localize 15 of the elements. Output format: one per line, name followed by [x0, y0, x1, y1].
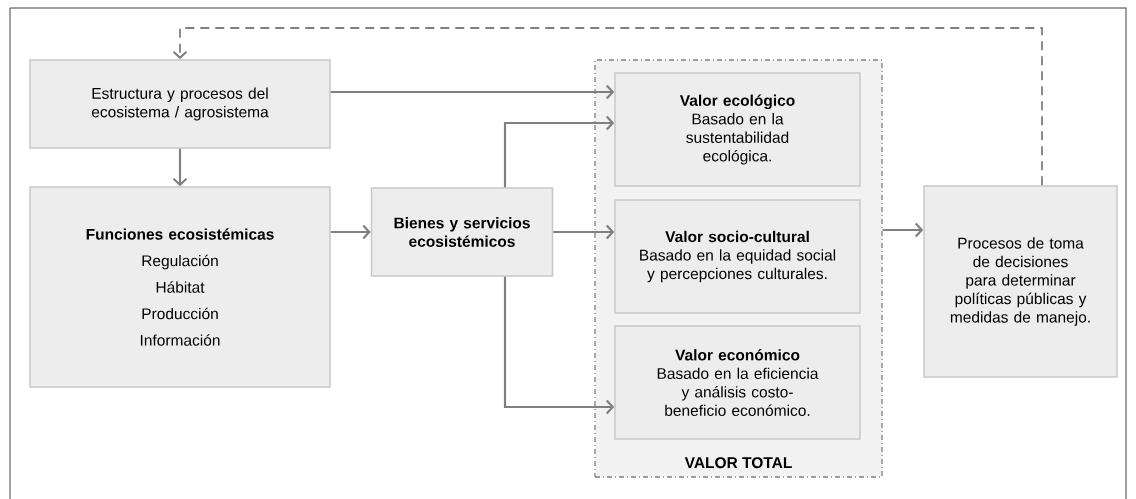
arrow	[882, 222, 924, 238]
value-box: Valor económico Basado en la eficiencia y análisis costo-beneficio económico.	[614, 325, 861, 440]
arrow	[330, 224, 371, 240]
function-box: Funciones ecosistémicas Regulación Hábitat Producción Información	[29, 186, 331, 388]
arrow	[330, 84, 615, 100]
feedback-arrow	[172, 27, 1043, 187]
arrow	[172, 148, 188, 187]
decision-box: Procesos de toma de decisiones para determinar políticas públicas y medidas de manejo.	[923, 185, 1118, 378]
value-box: Valor socio-cultural Basado en la equidad social y percepciones culturales.	[614, 199, 861, 314]
process-box: Estructura y procesos del ecosistema / agrosistema	[29, 59, 331, 149]
arrow	[503, 115, 615, 188]
arrow	[503, 276, 615, 415]
arrow	[553, 224, 615, 240]
value-box: Valor ecológico Basado en la sustentabilidad ecológica.	[614, 72, 861, 187]
goods-box: Bienes y servicios ecosistémicos	[370, 187, 554, 277]
